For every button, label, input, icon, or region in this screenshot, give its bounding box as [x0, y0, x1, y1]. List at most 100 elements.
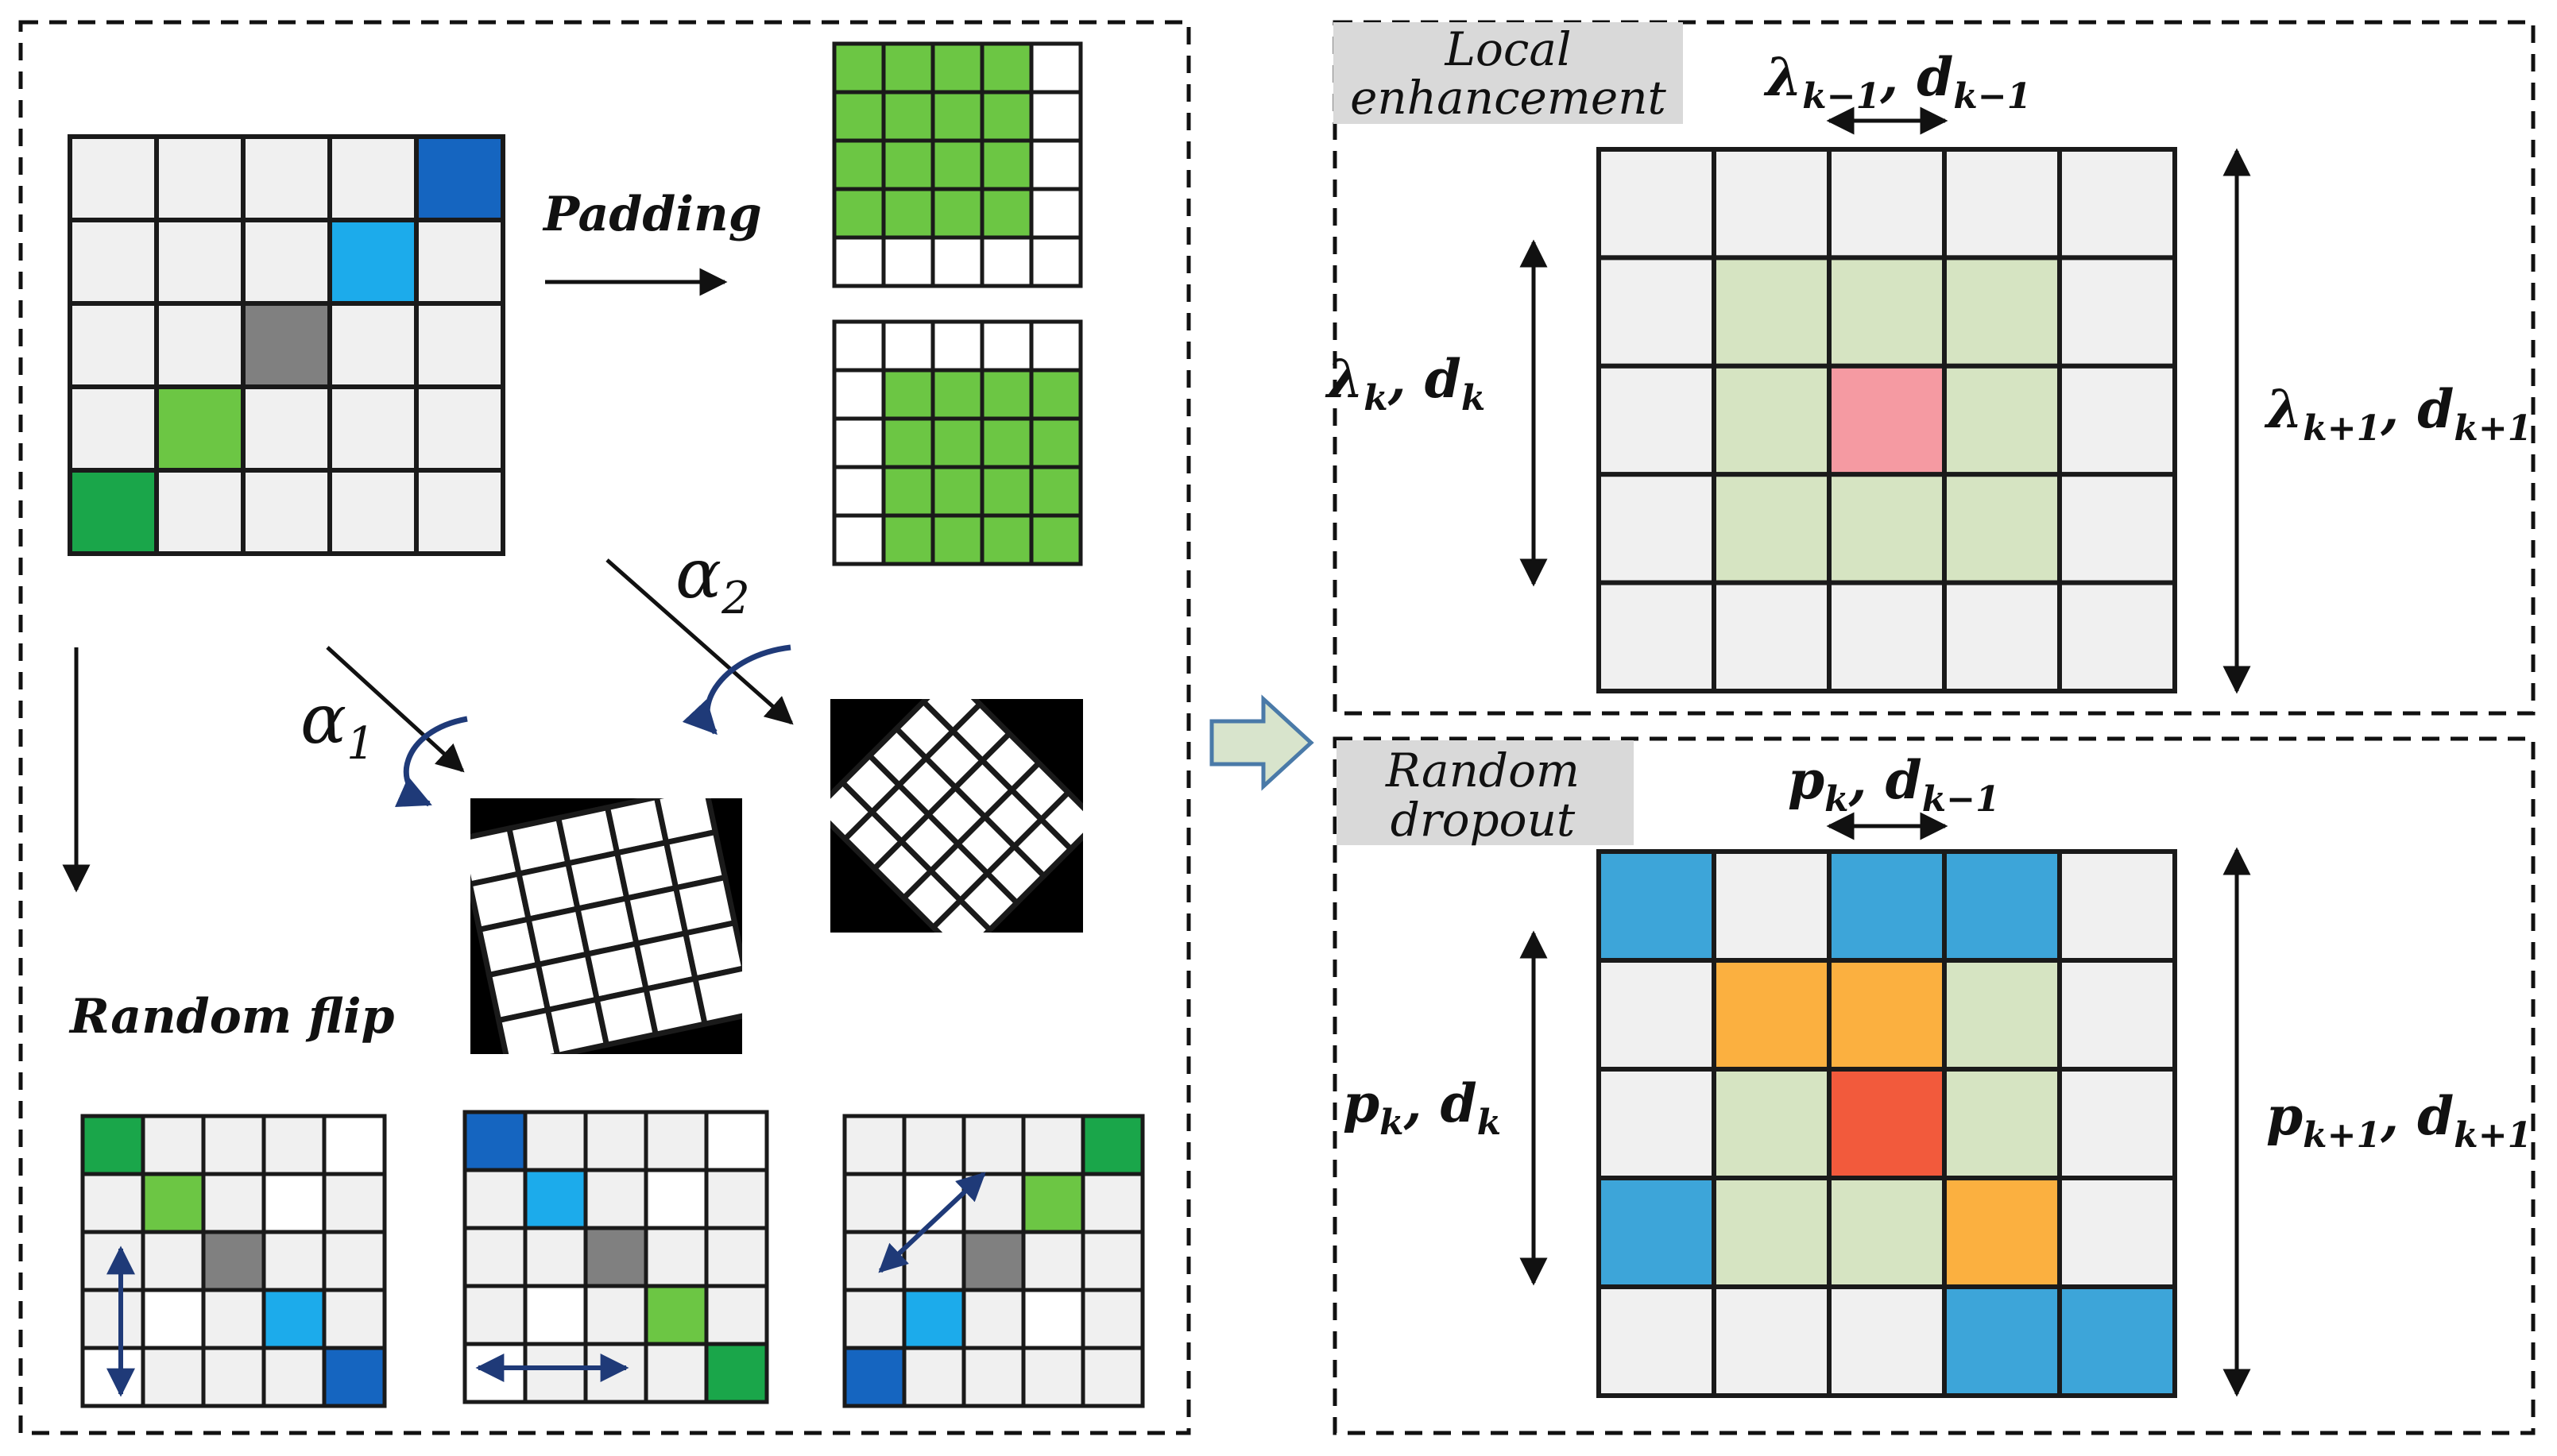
grid-cell	[327, 468, 419, 556]
grid-cell	[1942, 580, 2062, 693]
grid-cell	[832, 319, 886, 373]
local-enhancement-grid	[1596, 147, 2177, 693]
grid-cell	[1029, 416, 1083, 469]
grid-cell	[68, 218, 159, 306]
grid-cell	[881, 90, 935, 143]
random-dropout-tag	[1337, 740, 1634, 845]
grid-cell	[980, 465, 1034, 518]
grid-cell	[261, 1230, 327, 1292]
grid-cell	[930, 138, 985, 191]
grid-cell	[1029, 138, 1083, 191]
grid-cell	[80, 1230, 145, 1292]
grid-cell	[261, 1172, 327, 1234]
grid-cell	[1029, 465, 1083, 518]
grid-cell	[2057, 147, 2177, 261]
flip-vertical-grid	[80, 1114, 387, 1408]
dropout-label-line2: dropout	[1391, 793, 1576, 847]
grid-cell	[930, 416, 985, 469]
grid-cell	[2057, 363, 2177, 477]
grid-cell	[1081, 1114, 1145, 1176]
grid-cell	[832, 235, 886, 288]
grid-cell	[523, 1226, 588, 1288]
grid-cell	[2057, 1284, 2177, 1398]
left-panel	[18, 20, 1191, 1435]
grid-cell	[1712, 1176, 1832, 1289]
grid-cell	[842, 1114, 907, 1176]
flip-diagonal-double-arrow	[878, 1172, 986, 1273]
grid-cell	[322, 1346, 387, 1408]
grid-cell	[1827, 1284, 1947, 1398]
grid-cell	[1942, 1067, 2062, 1180]
flip-diagonal-grid	[842, 1114, 1145, 1408]
grid-cell	[691, 964, 742, 1028]
grid-cell	[1029, 513, 1083, 566]
local-enhancement-tag	[1333, 22, 1683, 124]
dropout-label-line1: Random	[1385, 743, 1580, 798]
grid-cell	[523, 1284, 588, 1346]
grid-cell	[201, 1172, 266, 1234]
padding-grid-top	[832, 41, 1083, 288]
grid-cell	[327, 134, 419, 222]
rotate-alpha1-arrow	[326, 646, 465, 773]
grid-cell	[68, 468, 159, 556]
grid-cell	[1712, 472, 1832, 585]
grid-cell	[1712, 1284, 1832, 1398]
grid-cell	[414, 468, 505, 556]
grid-cell	[961, 1288, 1026, 1350]
grid-cell	[462, 1168, 528, 1230]
grid-cell	[832, 465, 886, 518]
grid-cell	[141, 1172, 206, 1234]
grid-cell	[1942, 849, 2062, 963]
grid-cell	[322, 1230, 387, 1292]
grid-cell	[1827, 1067, 1947, 1180]
grid-cell	[1712, 958, 1832, 1072]
grid-cell	[704, 1342, 769, 1404]
grid-cell	[241, 218, 332, 306]
grid-cell	[881, 187, 935, 240]
grid-cell	[980, 368, 1034, 421]
grid-cell	[241, 301, 332, 389]
grid-cell	[1596, 580, 1716, 693]
rotate-alpha2-arrow	[605, 558, 794, 725]
grid-cell	[462, 1342, 528, 1404]
grid-cell	[980, 319, 1034, 373]
grid-cell	[930, 235, 985, 288]
grid-cell	[980, 138, 1034, 191]
grid-cell	[462, 1226, 528, 1288]
grid-cell	[980, 90, 1034, 143]
grid-cell	[1596, 147, 1716, 261]
grid-cell	[2057, 580, 2177, 693]
grid-cell	[1596, 255, 1716, 369]
grid-cell	[1827, 255, 1947, 369]
grid-cell	[241, 134, 332, 222]
grid-cell	[930, 41, 985, 95]
grid-cell	[930, 465, 985, 518]
random-dropout-grid	[1596, 849, 2177, 1398]
grid-cell	[1942, 363, 2062, 477]
grid-cell	[929, 896, 994, 933]
grid-cell	[704, 1110, 769, 1172]
grid-cell	[201, 1230, 266, 1292]
grid-cell	[327, 218, 419, 306]
grid-cell	[1712, 580, 1832, 693]
rotation-curl-alpha2	[682, 644, 791, 736]
grid-cell	[881, 138, 935, 191]
grid-cell	[704, 1284, 769, 1346]
grid-cell	[141, 1230, 206, 1292]
grid-cell	[261, 1288, 327, 1350]
grid-cell	[583, 1284, 648, 1346]
grid-cell	[327, 384, 419, 473]
alpha1-label: α1	[300, 680, 375, 770]
grid-cell	[414, 218, 505, 306]
grid-cell	[902, 1346, 966, 1408]
grid-cell	[462, 1110, 528, 1172]
grid-cell	[961, 1230, 1026, 1292]
grid-cell	[1827, 580, 1947, 693]
grid-cell	[1021, 1346, 1085, 1408]
grid-cell	[80, 1346, 145, 1408]
grid-cell	[902, 1114, 966, 1176]
grid-cell	[154, 218, 246, 306]
grid-cell	[881, 416, 935, 469]
grid-cell	[1827, 1176, 1947, 1289]
